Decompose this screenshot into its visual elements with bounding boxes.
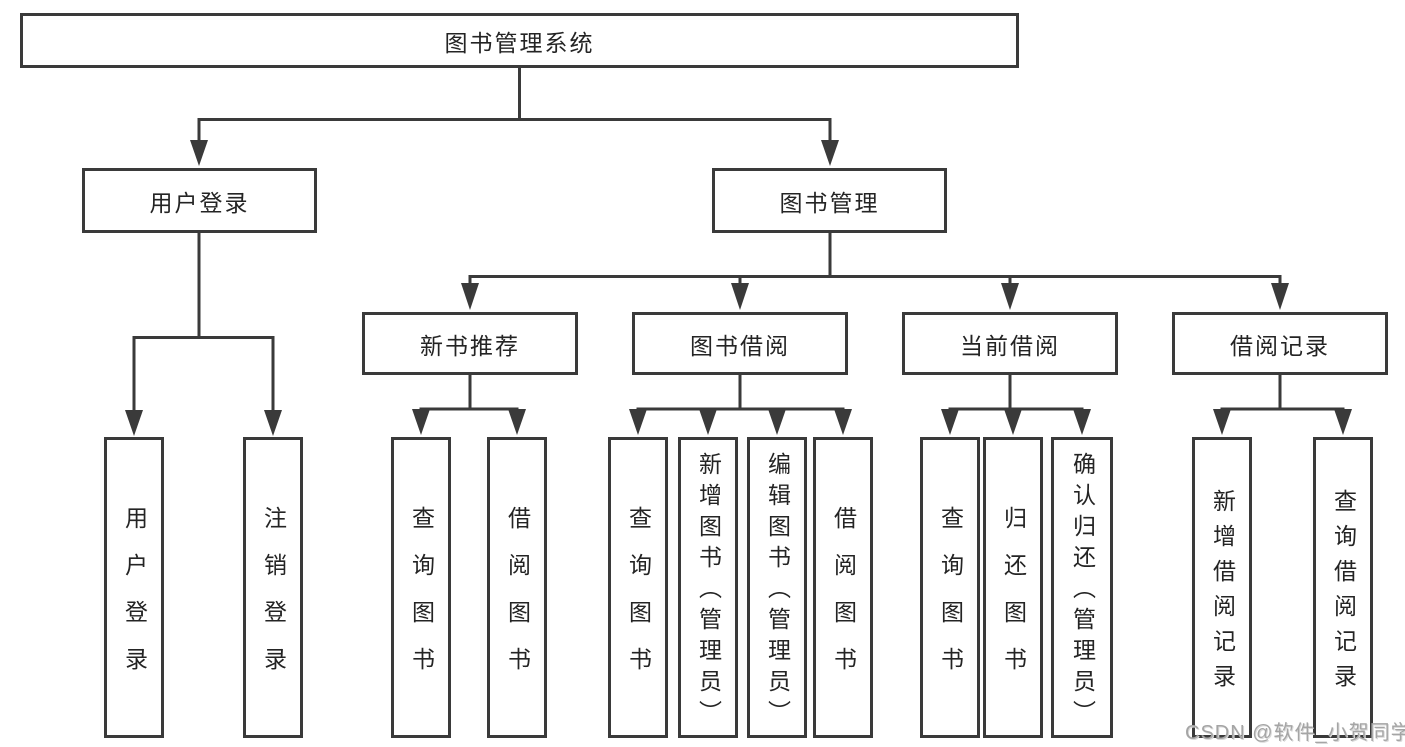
leaf-label: 注销登录	[260, 505, 287, 694]
leaf-logout: 注销登录	[243, 437, 303, 738]
leaf-label: 查询图书	[408, 505, 435, 694]
csdn-watermark: CSDN @软件_小贺同学	[1185, 722, 1405, 744]
node-book-management: 图书管理	[712, 168, 947, 233]
leaf-label: 用户登录	[121, 505, 148, 694]
leaf-label: 借阅图书	[830, 505, 857, 694]
leaf-add-books-admin: 新增图书（管理员）	[678, 437, 738, 738]
node-new-book-recommendation: 新书推荐	[362, 312, 578, 375]
leaf-label: 借阅图书	[504, 505, 531, 694]
leaf-label: 查询图书	[625, 505, 652, 694]
node-borrowing-records: 借阅记录	[1172, 312, 1388, 375]
leaf-borrow-books-recommend: 借阅图书	[487, 437, 547, 738]
leaf-query-books-current: 查询图书	[920, 437, 980, 738]
leaf-label: 新增图书（管理员）	[695, 452, 722, 731]
node-current-borrowing: 当前借阅	[902, 312, 1118, 375]
leaf-edit-books-admin: 编辑图书（管理员）	[747, 437, 807, 738]
leaf-label: 归还图书	[1000, 505, 1027, 694]
leaf-query-books-borrowing: 查询图书	[608, 437, 668, 738]
leaf-label: 确认归还（管理员）	[1069, 452, 1096, 731]
leaf-label: 查询图书	[937, 505, 964, 694]
node-book-borrowing: 图书借阅	[632, 312, 848, 375]
leaf-label: 编辑图书（管理员）	[764, 452, 791, 731]
leaf-borrow-books-borrowing: 借阅图书	[813, 437, 873, 738]
leaf-label: 新增借阅记录	[1209, 488, 1236, 699]
leaf-return-books: 归还图书	[983, 437, 1043, 738]
leaf-query-borrow-record: 查询借阅记录	[1313, 437, 1373, 738]
node-library-management-system: 图书管理系统	[20, 13, 1019, 68]
node-user-login: 用户登录	[82, 168, 317, 233]
leaf-add-borrow-record: 新增借阅记录	[1192, 437, 1252, 738]
leaf-user-login: 用户登录	[104, 437, 164, 738]
leaf-query-books-recommend: 查询图书	[391, 437, 451, 738]
leaf-label: 查询借阅记录	[1330, 488, 1357, 699]
leaf-confirm-return-admin: 确认归还（管理员）	[1051, 437, 1113, 738]
